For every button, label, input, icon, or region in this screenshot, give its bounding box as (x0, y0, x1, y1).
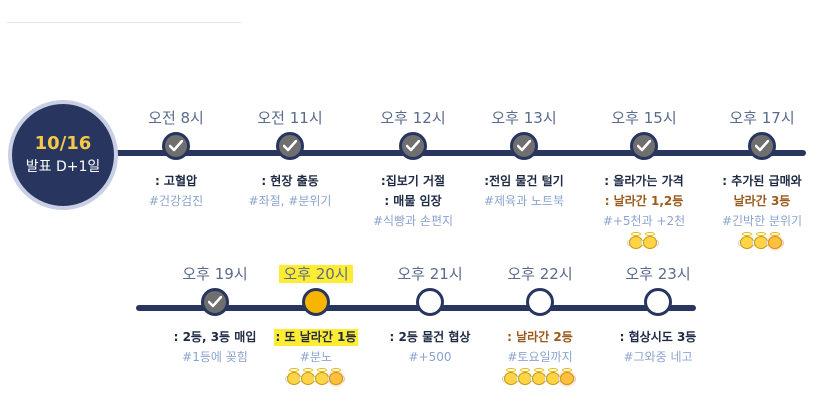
stop-event-text: : 2등 물건 협상 (389, 330, 471, 344)
stop-details: : 올라가는 가격 : 날라간 1,2등 #+5천과 +2천 (564, 170, 724, 230)
date-day: 10/16 (34, 133, 92, 154)
stop-time: 오후 23시 (578, 264, 738, 286)
stop-hashtag: #식빵과 손편지 (372, 214, 454, 228)
empty-node (416, 288, 444, 316)
check-circle-icon (748, 132, 776, 160)
stop-time-label: 오전 8시 (148, 109, 204, 127)
timeline-stop: 오전 8시 : 고혈압 #건강검진 (96, 108, 256, 210)
stop-event-text: : 매물 임장 (384, 194, 442, 208)
stop-details: : 고혈압 #건강검진 (96, 170, 256, 210)
stop-hashtag: #긴박한 분위기 (721, 214, 803, 228)
timeline-stop: 오후 23시 : 협상시도 3등 #그와중 네고 (578, 264, 738, 366)
stop-details: : 현장 출동 #좌절, #분위기 (210, 170, 370, 210)
stop-time: 오후 13시 (444, 108, 604, 130)
stop-time-label: 오후 20시 (279, 265, 353, 283)
stop-time: 오후 21시 (350, 264, 510, 286)
check-circle-icon (510, 132, 538, 160)
angel-emoji-group (682, 232, 832, 250)
stop-details: : 협상시도 3등 #그와중 네고 (578, 326, 738, 366)
stop-hashtag: #그와중 네고 (623, 350, 693, 364)
stop-time: 오후 17시 (682, 108, 832, 130)
stop-event-text: : 고혈압 (154, 174, 198, 188)
angel-emoji-icon (327, 368, 345, 386)
angel-emoji-group (460, 368, 620, 386)
stop-event-text: 날라간 3등 (733, 194, 791, 208)
timeline-stop: 오후 13시 :전임 물건 털기 #제육과 노트북 (444, 108, 604, 210)
stop-event-text: : 현장 출동 (261, 174, 319, 188)
timeline-stop: 오후 19시 : 2등, 3등 매입 #1등에 꽂힘 (135, 264, 295, 366)
stop-hashtag: #좌절, #분위기 (248, 194, 332, 208)
stop-hashtag: #토요일까지 (507, 350, 573, 364)
stop-time: 오후 15시 (564, 108, 724, 130)
stop-details: : 2등 물건 협상 #+500 (350, 326, 510, 366)
timeline-stop: 오후 15시 : 올라가는 가격 : 날라간 1,2등 #+5천과 +2천 (564, 108, 724, 250)
stop-details: : 날라간 2등 #토요일까지 (460, 326, 620, 366)
stop-event-text: : 추가된 급매와 (722, 174, 802, 188)
stop-details: : 2등, 3등 매입 #1등에 꽂힘 (135, 326, 295, 366)
timeline-stop: 오후 12시 :집보기 거절 : 매물 임장 #식빵과 손편지 (333, 108, 493, 230)
stop-hashtag: #분노 (299, 350, 333, 364)
stop-time-label: 오후 12시 (380, 109, 446, 127)
timeline-stop: 오전 11시 : 현장 출동 #좌절, #분위기 (210, 108, 370, 210)
angel-emoji-icon (752, 232, 770, 250)
stop-time-label: 오후 22시 (507, 265, 573, 283)
timeline-track-row2 (136, 305, 696, 311)
stop-time-label: 오후 19시 (182, 265, 248, 283)
current-node (302, 288, 330, 316)
stop-hashtag: #+5천과 +2천 (602, 214, 686, 228)
angel-emoji-icon (766, 232, 784, 250)
angel-emoji-group (564, 232, 724, 250)
stop-time-label: 오후 23시 (625, 265, 691, 283)
empty-node (644, 288, 672, 316)
date-subtitle: 발표 D+1일 (25, 159, 101, 175)
stop-time-label: 오후 21시 (397, 265, 463, 283)
check-circle-icon (630, 132, 658, 160)
stop-time: 오후 20시 (236, 264, 396, 286)
angel-emoji-icon (641, 232, 659, 250)
angel-emoji-icon (558, 368, 576, 386)
stop-details: :전임 물건 털기 #제육과 노트북 (444, 170, 604, 210)
check-circle-icon (276, 132, 304, 160)
empty-node (526, 288, 554, 316)
stop-time-label: 오후 13시 (491, 109, 557, 127)
stop-event-text: : 날라간 2등 (507, 330, 573, 344)
stop-event-text: :전임 물건 털기 (484, 174, 564, 188)
stop-details: :집보기 거절 : 매물 임장 #식빵과 손편지 (333, 170, 493, 230)
timeline-stop: 오후 21시 : 2등 물건 협상 #+500 (350, 264, 510, 366)
stop-event-text: : 날라간 1,2등 (604, 194, 684, 208)
stop-time-label: 오전 11시 (257, 109, 323, 127)
stop-time-label: 오후 17시 (729, 109, 795, 127)
stop-event-text: : 협상시도 3등 (619, 330, 697, 344)
stop-hashtag: #제육과 노트북 (483, 194, 565, 208)
check-circle-icon (162, 132, 190, 160)
angel-emoji-group (236, 368, 396, 386)
timeline-stop: 오후 22시 : 날라간 2등 #토요일까지 (460, 264, 620, 386)
stop-event-text: : 2등, 3등 매입 (173, 330, 257, 344)
timeline-track-row1 (110, 150, 806, 156)
stop-hashtag: #건강검진 (148, 194, 204, 208)
stop-time: 오후 22시 (460, 264, 620, 286)
date-badge: 10/16 발표 D+1일 (8, 100, 118, 210)
check-circle-icon (399, 132, 427, 160)
stop-details: : 또 날라간 1등 #분노 (236, 326, 396, 366)
stop-time: 오전 8시 (96, 108, 256, 130)
stop-time: 오후 12시 (333, 108, 493, 130)
stop-event-text: : 또 날라간 1등 (273, 329, 359, 346)
stop-event-text: :집보기 거절 (380, 174, 446, 188)
stop-time: 오후 19시 (135, 264, 295, 286)
stop-event-text: : 올라가는 가격 (604, 174, 684, 188)
stop-hashtag: #+500 (408, 350, 452, 364)
top-divider (6, 22, 242, 23)
timeline-stop: 오후 20시 : 또 날라간 1등 #분노 (236, 264, 396, 386)
check-circle-icon (201, 288, 229, 316)
stop-time-label: 오후 15시 (611, 109, 677, 127)
stop-time: 오전 11시 (210, 108, 370, 130)
stop-hashtag: #1등에 꽂힘 (182, 350, 248, 364)
